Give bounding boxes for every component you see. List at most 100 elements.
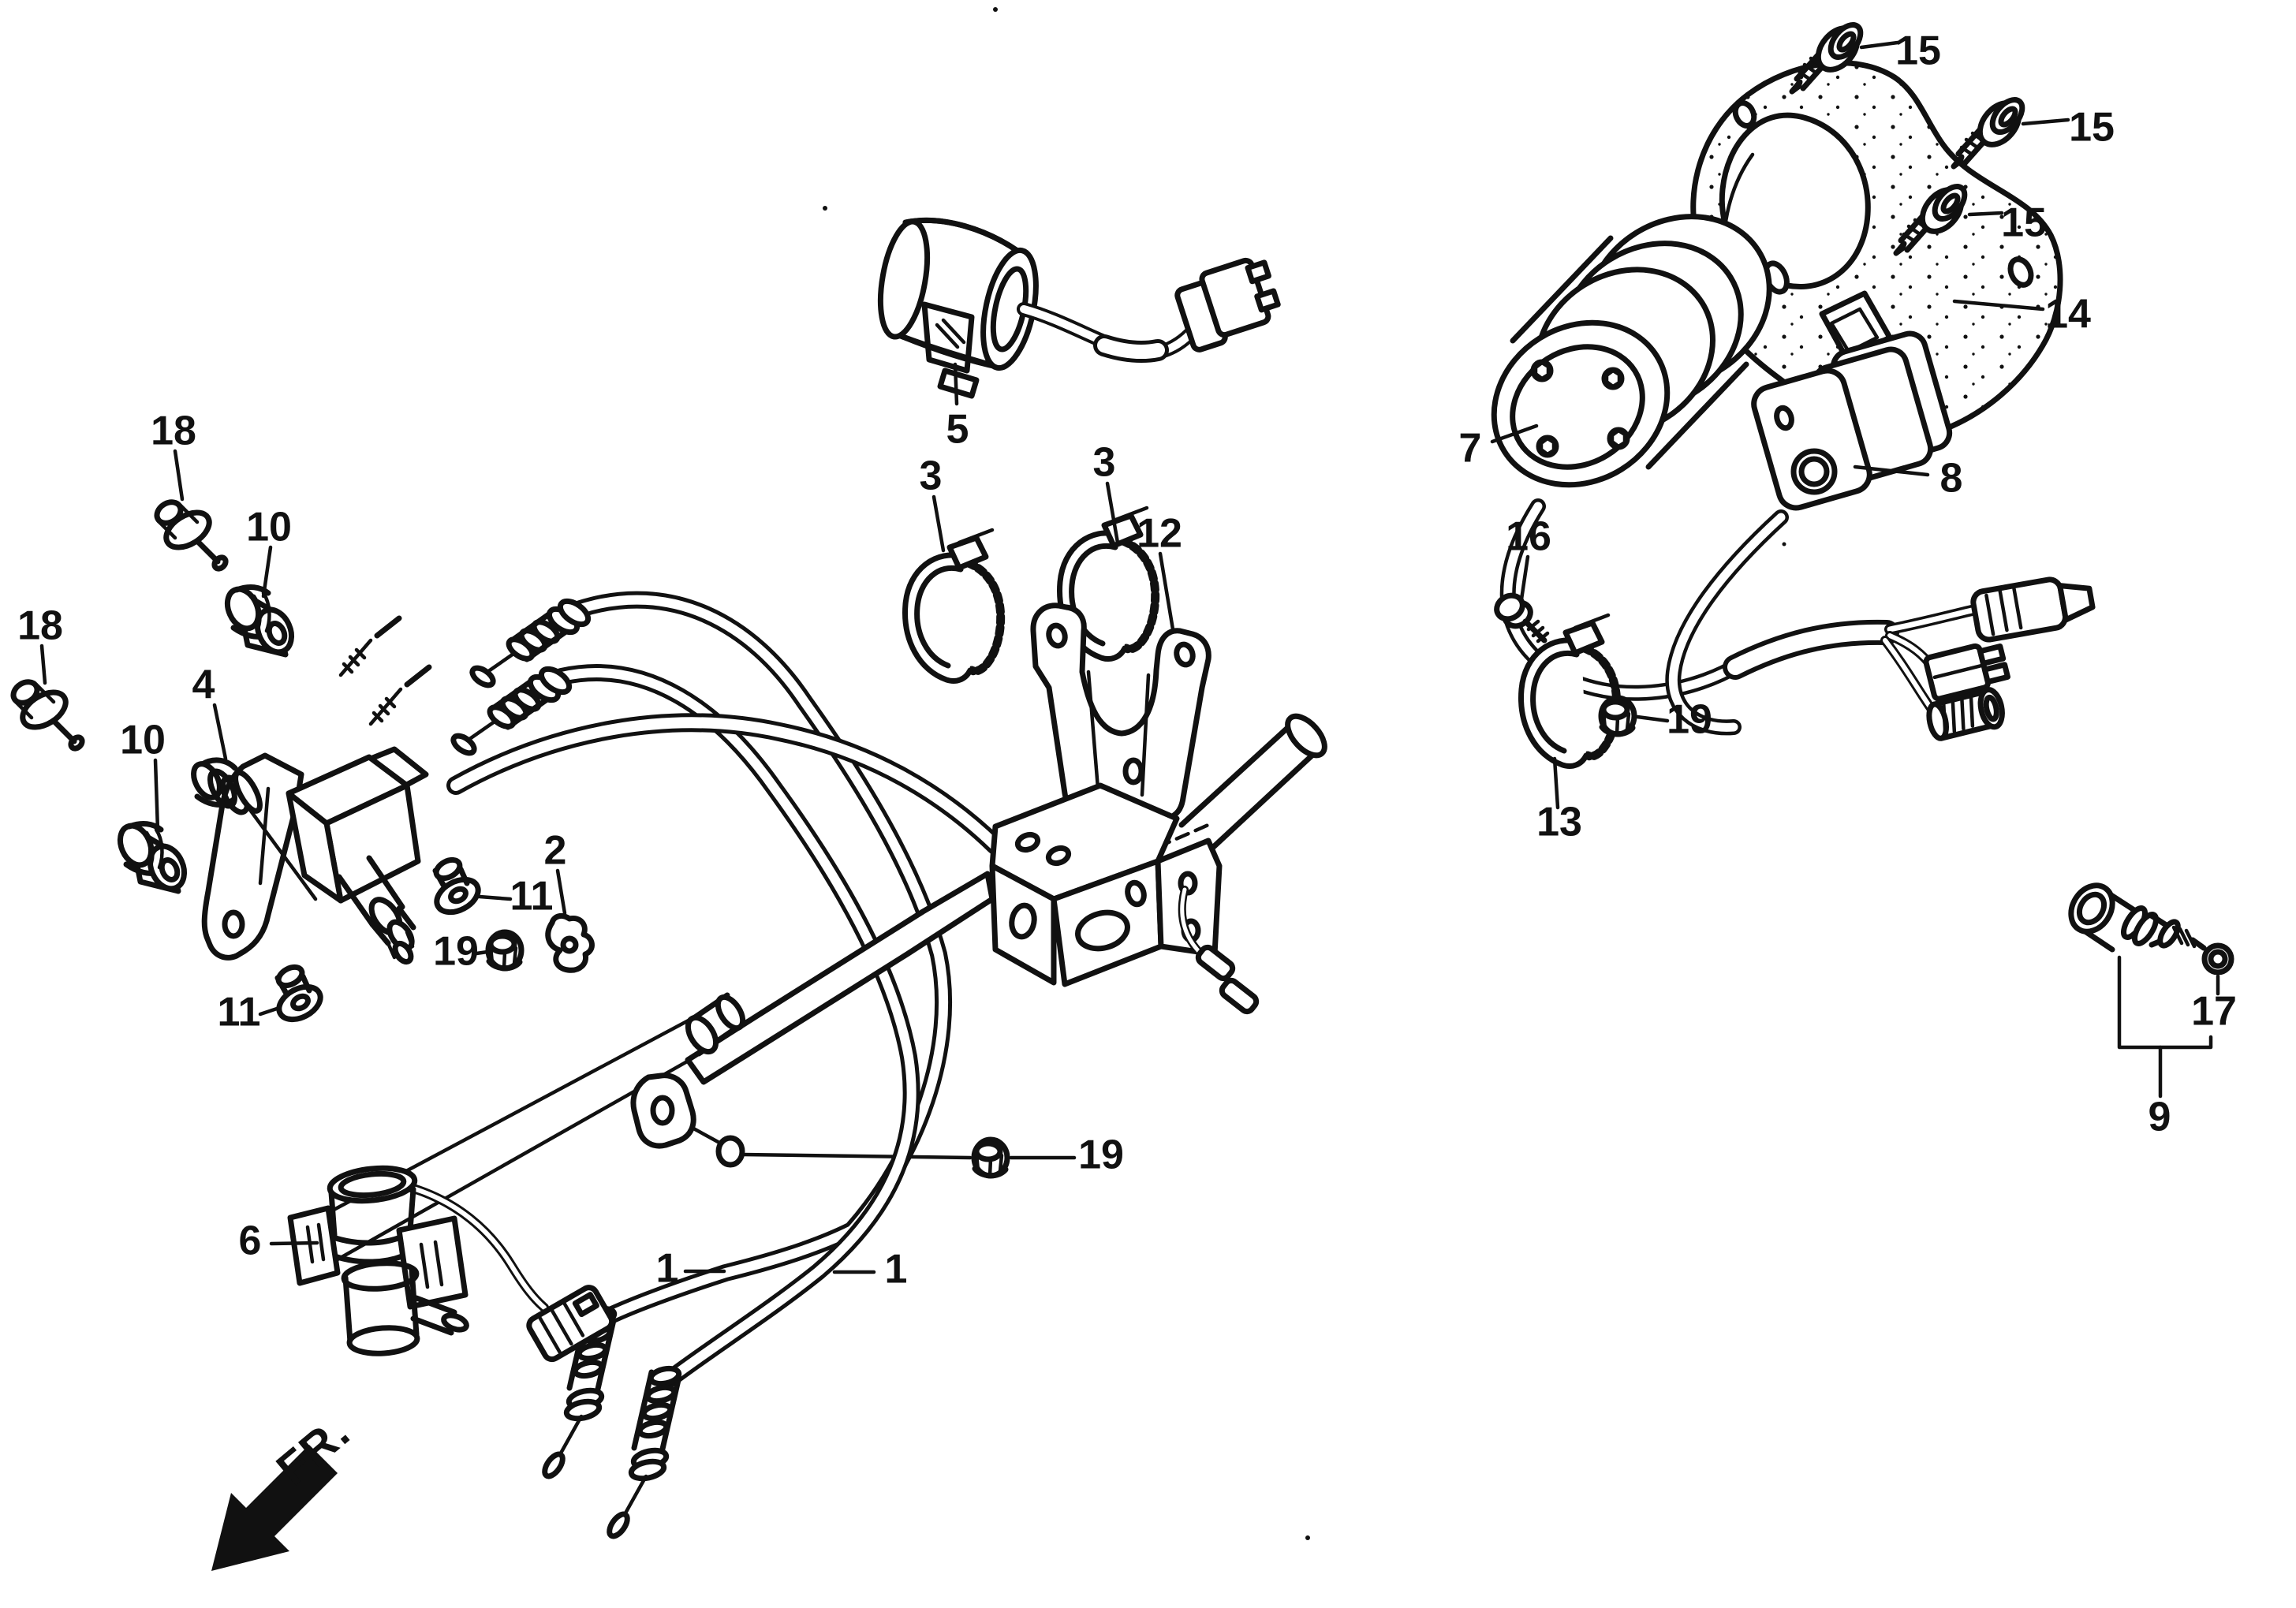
callout-clamp-13: 13 [1536,800,1582,845]
nut-19-center [974,1140,1007,1176]
diagram-stroke [1883,638,1933,711]
diagram-stroke [261,545,273,599]
diagram-stroke [1604,368,1622,389]
diagram-stroke [1983,694,1999,722]
diagram-stroke [374,615,402,639]
diagram-stroke [2068,882,2115,935]
diagram-stroke [1931,689,1993,741]
diagram-stroke [392,940,414,965]
diagram-stroke [1693,62,2061,442]
wire-clamp-2 [545,912,595,973]
diagram-stroke [715,994,746,1032]
condenser-5 [877,217,1281,399]
scan-specks [823,7,1786,1540]
meter-panel-14 [1690,60,2063,444]
diagram-stroke [1859,40,1900,50]
diagram-stroke [1635,714,1670,723]
meter-face-screws [1530,359,1630,458]
callout-nut-19-left: 19 [433,929,479,975]
bracket-8 [1751,330,1953,511]
diagram-stroke [1105,481,1120,545]
callout-screw-18-left: 18 [17,603,63,649]
diagram-stroke [1510,235,1749,470]
diagram-stroke [404,664,432,688]
bullet-connector [1970,576,2096,643]
diagram-stroke [338,638,373,677]
diagram-stroke [2171,925,2197,949]
diagram-stroke [555,868,567,916]
callout-meter-7: 7 [1459,426,1482,472]
diagram-stroke [1751,367,1872,511]
diagram-stroke [993,7,998,12]
callout-screw-15-top: 15 [1895,28,1941,74]
diagram-stroke [1526,619,1550,644]
callout-collar-11-left: 11 [218,990,261,1035]
o-ring-17 [2201,942,2234,976]
diagram-stroke [1952,299,2045,312]
diagram-stroke [1305,1535,1310,1540]
nut-19-meter [1601,698,1634,734]
diagram-stroke [935,318,966,349]
diagram-stroke [953,362,959,406]
callout-screw-18-top: 18 [151,409,196,454]
diagram-stroke [396,1215,469,1310]
valve-connector [526,1285,615,1363]
diagram-stroke [1045,845,1072,867]
diagram-stroke [39,644,47,685]
diagram-stroke [1984,587,2023,636]
diagram-stroke [715,1135,745,1168]
diagram-stroke [2076,891,2107,926]
callout-switch-4: 4 [192,662,215,708]
diagram-stroke [1158,551,1175,632]
switch-4 [191,615,432,965]
diagram-stroke [286,790,344,904]
lower-bracket [630,782,1260,1168]
diagram-stroke [1942,693,1975,737]
switch-screws [338,615,432,726]
diagram-stroke [239,796,318,901]
diagram-stroke [1853,464,1930,477]
diagram-stroke [386,930,415,960]
diagram-stroke [1125,879,1147,908]
diagram-stroke [222,909,245,939]
callout-band-clamp-3-right: 3 [1093,440,1116,486]
diagram-stroke [1254,288,1281,313]
diagram-stroke [450,717,1001,851]
diagram-stroke [258,1005,282,1017]
collar-11-right [431,856,483,919]
diagram-stroke [419,1240,444,1289]
diagram-stroke [341,1260,420,1292]
grommet-10-lower [114,821,191,894]
diagram-stroke [1490,423,1539,444]
diagram-stroke [403,1184,547,1310]
callout-screw-15-mid: 15 [2069,105,2115,151]
diagram-stroke [2208,949,2228,969]
diagram-stroke [1610,428,1627,449]
callout-meter-panel-14: 14 [2045,292,2091,338]
diagram-stroke [1782,542,1786,547]
diagram-stroke [153,758,160,833]
diagram-stroke [1245,259,1271,285]
callout-o-ring-17: 17 [2191,989,2237,1035]
diagram-stroke [258,786,271,886]
callout-fork-bracket-12: 12 [1137,511,1182,557]
callout-grommet-10-lower: 10 [120,718,166,763]
diagram-stroke [1519,554,1530,602]
diagram-stroke [1219,977,1260,1015]
diagram-stroke [823,206,827,211]
diagram-stroke [1009,902,1037,940]
diagram-stroke [336,855,405,927]
diagram-stroke [1014,831,1041,853]
diagram-stroke [2117,955,2213,1050]
screw-15-mid [1954,95,2028,166]
callout-nut-19-meter: 19 [1667,697,1712,743]
grommet-10-upper [222,584,298,658]
diagram-stroke [1122,757,1144,785]
diagram-stroke [630,1073,696,1149]
diagram-stroke [685,1014,719,1055]
meter-harness [1499,498,2096,741]
callout-nut-19-center: 19 [1078,1132,1124,1178]
callout-wire-clamp-2: 2 [544,828,567,874]
diagram-stroke [989,863,1057,986]
